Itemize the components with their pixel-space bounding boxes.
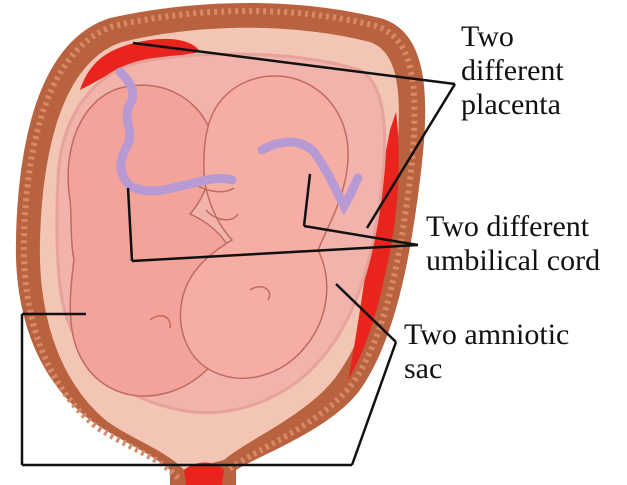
label-two-different-placenta: Two different placenta (461, 20, 564, 122)
label-two-amniotic-sac: Two amniotic sac (404, 318, 569, 386)
label-placenta-line-2: different (461, 54, 564, 88)
label-cord-line-2: umbilical cord (426, 244, 600, 278)
label-placenta-line-1: Two (461, 20, 564, 54)
label-placenta-line-3: placenta (461, 88, 564, 122)
label-cord-line-1: Two different (426, 210, 600, 244)
label-sac-line-2: sac (404, 352, 569, 386)
label-two-different-umbilical-cord: Two different umbilical cord (426, 210, 600, 278)
label-sac-line-1: Two amniotic (404, 318, 569, 352)
